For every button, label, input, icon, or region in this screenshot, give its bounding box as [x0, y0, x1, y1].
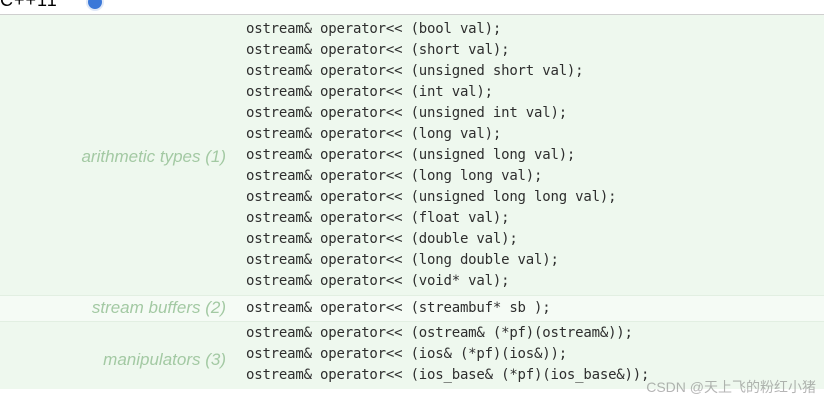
signature-line: ostream& operator<< (long long val);: [246, 168, 543, 184]
signature-line: ostream& operator<< (int val);: [246, 84, 493, 100]
signature-line: ostream& operator<< (long val);: [246, 126, 502, 142]
signature-line: ostream& operator<< (float val);: [246, 210, 510, 226]
signature-line: ostream& operator<< (streambuf* sb );: [246, 300, 551, 316]
overload-group-manipulators: manipulators (3) ostream& operator<< (os…: [0, 321, 824, 389]
signature-line: ostream& operator<< (long double val);: [246, 252, 559, 268]
signature-line: ostream& operator<< (ios& (*pf)(ios&));: [246, 346, 567, 362]
watermark: CSDN @天上飞的粉红小猪: [646, 379, 816, 395]
overload-group-label: arithmetic types (1): [81, 147, 226, 166]
signature-line: ostream& operator<< (void* val);: [246, 273, 510, 289]
signature-line: ostream& operator<< (bool val);: [246, 21, 502, 37]
signature-line: ostream& operator<< (unsigned short val)…: [246, 63, 584, 79]
signature-list: ostream& operator<< (bool val); ostream&…: [246, 19, 616, 292]
bottom-border: [0, 389, 824, 404]
signature-line: ostream& operator<< (double val);: [246, 231, 518, 247]
language-tab-bar: C++11: [0, 0, 824, 15]
signature-line: ostream& operator<< (short val);: [246, 42, 510, 58]
signature-list: ostream& operator<< (ostream& (*pf)(ostr…: [246, 323, 649, 386]
signature-line: ostream& operator<< (unsigned int val);: [246, 105, 567, 121]
info-badge-icon[interactable]: [86, 0, 104, 11]
language-tab-label[interactable]: C++11: [0, 0, 58, 10]
signature-line: ostream& operator<< (unsigned long val);: [246, 147, 576, 163]
signature-line: ostream& operator<< (ostream& (*pf)(ostr…: [246, 325, 633, 341]
overload-group-arithmetic: arithmetic types (1) ostream& operator<<…: [0, 15, 824, 295]
overload-table: arithmetic types (1) ostream& operator<<…: [0, 15, 824, 389]
overload-group-label: manipulators (3): [103, 350, 226, 369]
signature-line: ostream& operator<< (ios_base& (*pf)(ios…: [246, 367, 650, 383]
overload-group-stream-buffers: stream buffers (2) ostream& operator<< (…: [0, 295, 824, 322]
overload-group-label: stream buffers (2): [91, 298, 226, 317]
signature-list: ostream& operator<< (streambuf* sb );: [246, 298, 551, 319]
signature-line: ostream& operator<< (unsigned long long …: [246, 189, 617, 205]
